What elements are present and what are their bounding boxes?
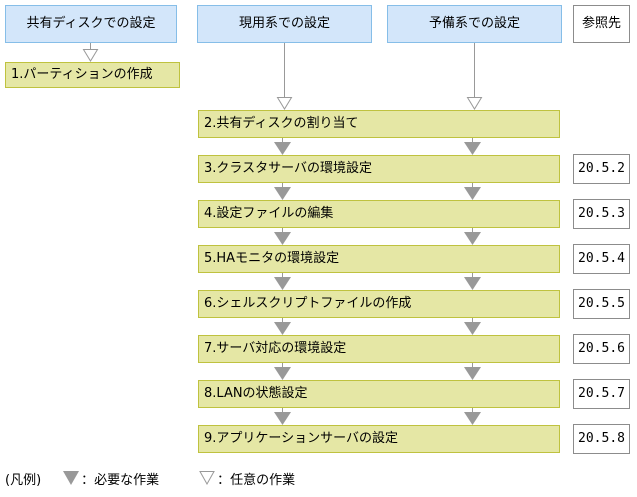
column-header-shared-disk: 共有ディスクでの設定 — [5, 5, 177, 43]
legend-required-label: ：必要な作業 — [81, 472, 160, 488]
legend: (凡例) ：必要な作業 ：任意の作業 — [5, 468, 295, 488]
required-arrow-icon — [274, 228, 291, 245]
optional-arrow-icon — [466, 43, 483, 110]
optional-arrow-icon — [82, 43, 99, 62]
reference-box: 20.5.3 — [573, 199, 630, 229]
column-header-standby-system: 予備系での設定 — [387, 5, 562, 43]
legend-optional-label: ：任意の作業 — [217, 472, 296, 488]
step-box-1: 1.パーティションの作成 — [5, 62, 180, 88]
optional-arrow-icon — [276, 43, 293, 110]
required-arrow-icon — [464, 408, 481, 425]
step-box-5: 5.HAモニタの環境設定 — [198, 245, 560, 273]
required-arrow-icon — [464, 273, 481, 290]
required-arrow-icon — [274, 183, 291, 200]
reference-box: 20.5.5 — [573, 289, 630, 319]
required-arrow-icon — [464, 363, 481, 380]
step-box-8: 8.LANの状態設定 — [198, 380, 560, 408]
required-arrow-icon — [274, 138, 291, 155]
step-box-7: 7.サーバ対応の環境設定 — [198, 335, 560, 363]
required-arrow-icon — [274, 273, 291, 290]
reference-box: 20.5.6 — [573, 334, 630, 364]
required-arrow-icon — [464, 228, 481, 245]
legend-caption: (凡例) — [5, 472, 42, 488]
step-box-9: 9.アプリケーションサーバの設定 — [198, 425, 560, 453]
step-box-6: 6.シェルスクリプトファイルの作成 — [198, 290, 560, 318]
step-box-2: 2.共有ディスクの割り当て — [198, 110, 560, 138]
required-arrow-icon — [464, 318, 481, 335]
required-arrow-icon — [274, 408, 291, 425]
column-header-active-system: 現用系での設定 — [197, 5, 372, 43]
reference-box: 20.5.2 — [573, 154, 630, 184]
reference-column-header: 参照先 — [573, 5, 630, 43]
required-arrow-icon — [274, 318, 291, 335]
required-arrow-icon — [63, 471, 80, 485]
required-arrow-icon — [274, 363, 291, 380]
required-arrow-icon — [464, 138, 481, 155]
optional-arrow-icon — [199, 471, 216, 485]
step-box-3: 3.クラスタサーバの環境設定 — [198, 155, 560, 183]
step-box-4: 4.設定ファイルの編集 — [198, 200, 560, 228]
reference-box: 20.5.8 — [573, 424, 630, 454]
reference-box: 20.5.4 — [573, 244, 630, 274]
required-arrow-icon — [464, 183, 481, 200]
reference-box: 20.5.7 — [573, 379, 630, 409]
